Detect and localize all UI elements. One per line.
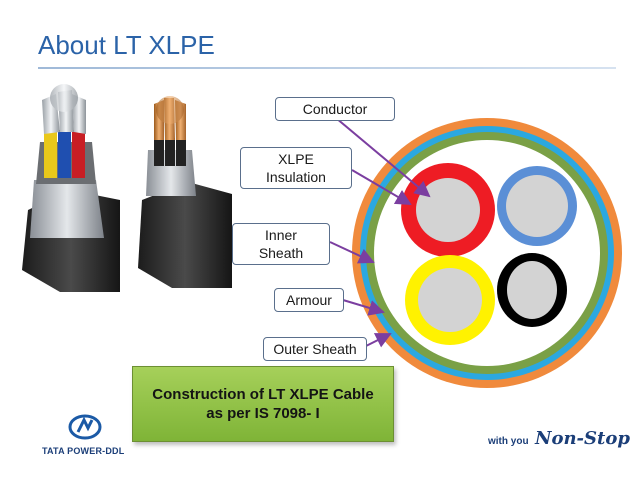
tagline: with you Non-Stop <box>488 428 630 449</box>
outer-sheath-label: Outer Sheath <box>263 337 367 361</box>
outer-sheath-arrow <box>365 333 392 348</box>
tagline-small: with you <box>488 436 529 447</box>
blue-core-conductor <box>506 175 568 237</box>
red-core-conductor <box>416 178 480 242</box>
tata-power-ddl-logo <box>68 414 102 440</box>
outer-sheath-label-text: Outer Sheath <box>273 341 357 357</box>
inner-sheath-arrow <box>329 241 375 264</box>
armour-label: Armour <box>274 288 344 312</box>
caption-line-1: Construction of LT XLPE Cable <box>152 386 374 403</box>
armour-arrow <box>342 299 385 316</box>
inner-label-line2: Sheath <box>258 245 304 261</box>
inner-sheath-label: Inner Sheath <box>232 223 330 265</box>
yellow-core-conductor <box>418 268 482 332</box>
black-core-conductor <box>507 261 557 319</box>
inner-label-line1: Inner <box>265 227 297 243</box>
caption-line-2: as per IS 7098- I <box>206 405 320 422</box>
conductor-arrow <box>335 117 431 198</box>
title-divider <box>38 67 616 69</box>
tagline-big: Non-Stop <box>535 428 630 449</box>
conductor-label-text: Conductor <box>302 101 368 117</box>
logo-text: TATA POWER-DDL <box>42 446 125 456</box>
construction-caption: Construction of LT XLPE Cable as per IS … <box>132 366 394 442</box>
multicore-armoured-cable-photo <box>22 84 120 292</box>
multicore-cable-photo <box>138 96 232 288</box>
xlpe-label-line2: Insulation <box>266 169 326 185</box>
xlpe-insulation-label: XLPE Insulation <box>240 147 352 189</box>
armour-label-text: Armour <box>286 292 332 308</box>
xlpe-insulation-arrow <box>351 169 412 206</box>
slide-title: About LT XLPE <box>38 30 215 60</box>
conductor-label: Conductor <box>275 97 395 121</box>
xlpe-label-line1: XLPE <box>278 151 314 167</box>
filler <box>374 140 600 366</box>
